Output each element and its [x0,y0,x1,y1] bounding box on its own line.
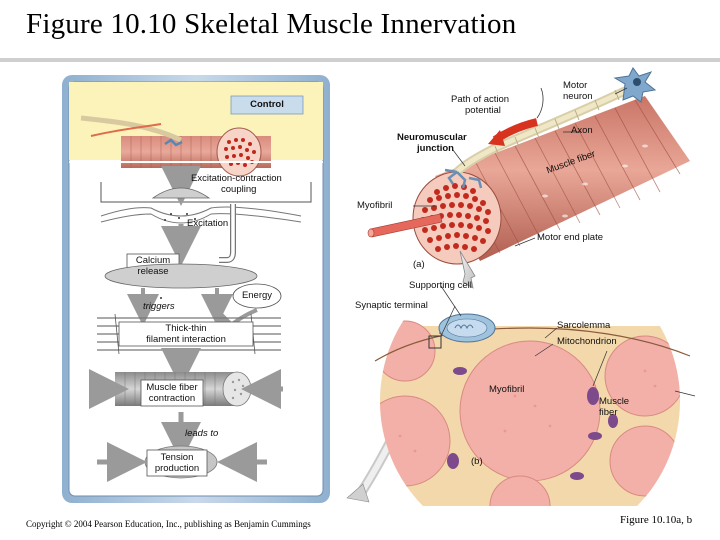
label-myofibril-a: Myofibril [357,200,393,211]
step-filament: filament interaction [146,334,226,345]
control-header-box [230,95,304,115]
cross-section-b [380,320,680,537]
label-axon: Axon [571,125,593,136]
label-muscle: Muscle [599,396,630,407]
axon [453,81,638,176]
myofibril-rod [367,213,443,238]
muscle-art [346,67,696,537]
label-mitochondrion: Mitochondrion [557,336,617,347]
tension-box [146,449,208,477]
label-supporting-cell: Supporting cell [409,280,472,291]
motor-neuron-body [613,67,657,103]
step-ec-coupling-1: Excitation-contraction [191,173,282,184]
label-path-of-action: Path of action [451,94,510,105]
step-calcium: Calcium [135,255,171,266]
step-release: release [137,266,169,277]
slide-title: Figure 10.10 Skeletal Muscle Innervation [26,8,517,40]
label-panel-b: (b) [471,456,483,467]
innervation-illustration: Motor neuron Path of action potential Ax… [345,66,715,537]
label-potential: potential [465,105,501,116]
title-divider [0,58,720,62]
energy-oval [232,283,282,309]
label-neuromuscular: Neuromuscular [397,132,467,143]
label-junction: junction [417,143,454,154]
step-contraction: contraction [148,393,196,404]
filament-interaction-box [118,321,254,347]
label-motor: Motor [563,80,588,91]
contraction-box [140,379,204,407]
label-fiber: fiber [599,407,618,418]
step-excitation: Excitation [187,218,229,229]
label-motor-end-plate: Motor end plate [537,232,604,243]
step-leads-to: leads to [185,428,219,439]
step-thick-thin: Thick-thin [165,323,207,334]
label-synaptic-terminal: Synaptic terminal [355,300,428,311]
copyright-notice: Copyright © 2004 Pearson Education, Inc.… [26,519,311,529]
step-tension: Tension [160,452,194,463]
nmj-branches [444,168,483,189]
figure-reference: Figure 10.10a, b [620,514,693,526]
step-triggers: triggers [143,301,175,312]
step-production: production [154,463,200,474]
label-myofibril-b: Myofibril [489,384,525,395]
flowchart-art [62,75,330,503]
control-header: Control [250,99,284,110]
flowchart-panel: Control Excitation-contraction coupling … [61,74,331,504]
step-muscle-fiber: Muscle fiber [146,382,198,393]
step-ec-coupling-2: coupling [221,184,257,195]
label-panel-a: (a) [413,259,425,270]
label-sarcolemma: Sarcolemma [557,320,611,331]
synaptic-terminal [428,313,496,349]
label-neuron: neuron [563,91,593,102]
step-energy: Energy [241,290,273,301]
